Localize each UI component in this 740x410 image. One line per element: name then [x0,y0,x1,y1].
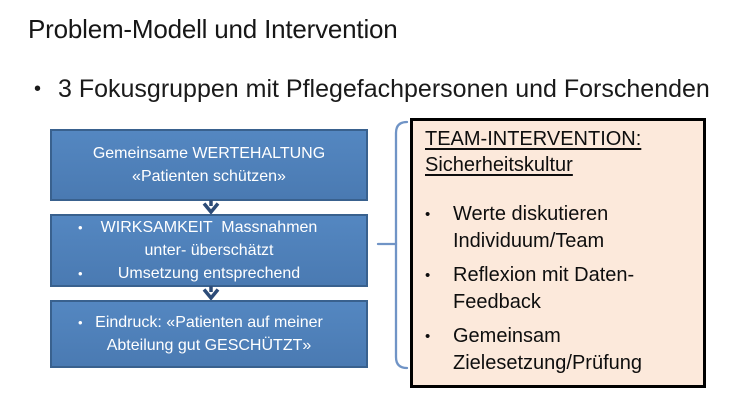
list-item: • Gemeinsam Zielesetzung/Prüfung [425,323,693,377]
bullet-icon: • [425,328,431,345]
panel-heading-line1: TEAM-INTERVENTION: [425,128,642,150]
bullet-icon: • [78,266,83,281]
flow-box-wertehaltung: Gemeinsame WERTEHALTUNG «Patienten schüt… [50,129,368,201]
brace-icon [376,120,409,370]
lead-bullet-line: • 3 Fokusgruppen mit Pflegefachpersonen … [34,74,710,105]
bullet-icon: • [78,220,83,235]
item3-line1: Gemeinsam [453,325,561,347]
box3-line1: Eindruck: «Patienten auf meiner [95,314,323,331]
down-arrow-icon [202,200,220,214]
team-intervention-panel: TEAM-INTERVENTION: Sicherheitskultur • W… [410,118,706,388]
panel-bullet-list: • Werte diskutieren Individuum/Team • Re… [425,201,693,377]
item3-line2: Zielesetzung/Prüfung [453,352,643,374]
list-item: • Reflexion mit Daten- Feedback [425,262,693,316]
list-item: • Werte diskutieren Individuum/Team [425,201,693,255]
bullet-icon: • [425,267,431,284]
bullet-icon: • [78,315,83,330]
lead-bullet-text: 3 Fokusgruppen mit Pflegefachpersonen un… [58,75,710,103]
item2-line1: Reflexion mit Daten- [453,264,635,286]
box2-item1-line2: unter- überschätzt [144,242,274,259]
slide-title: Problem-Modell und Intervention [28,14,398,44]
item1-line2: Individuum/Team [453,230,605,252]
box1-line2: «Patienten schützen» [132,168,286,185]
box3-line2: Abteilung gut GESCHÜTZT» [106,337,312,354]
box1-line1: Gemeinsame WERTEHALTUNG [92,145,326,162]
box2-item2: Umsetzung entsprechend [117,265,301,282]
bullet-icon: • [425,206,431,223]
bullet-icon: • [34,78,42,100]
down-arrow-icon [202,286,220,300]
flow-box-wirksamkeit: • WIRKSAMKEIT Massnahmen unter- überschä… [50,214,368,287]
flow-box-eindruck: • Eindruck: «Patienten auf meiner Abteil… [50,300,368,368]
item1-line1: Werte diskutieren [453,203,609,225]
item2-line2: Feedback [453,291,541,313]
box2-item1-line1: WIRKSAMKEIT Massnahmen [100,219,318,236]
panel-heading-line2: Sicherheitskultur [425,154,573,176]
